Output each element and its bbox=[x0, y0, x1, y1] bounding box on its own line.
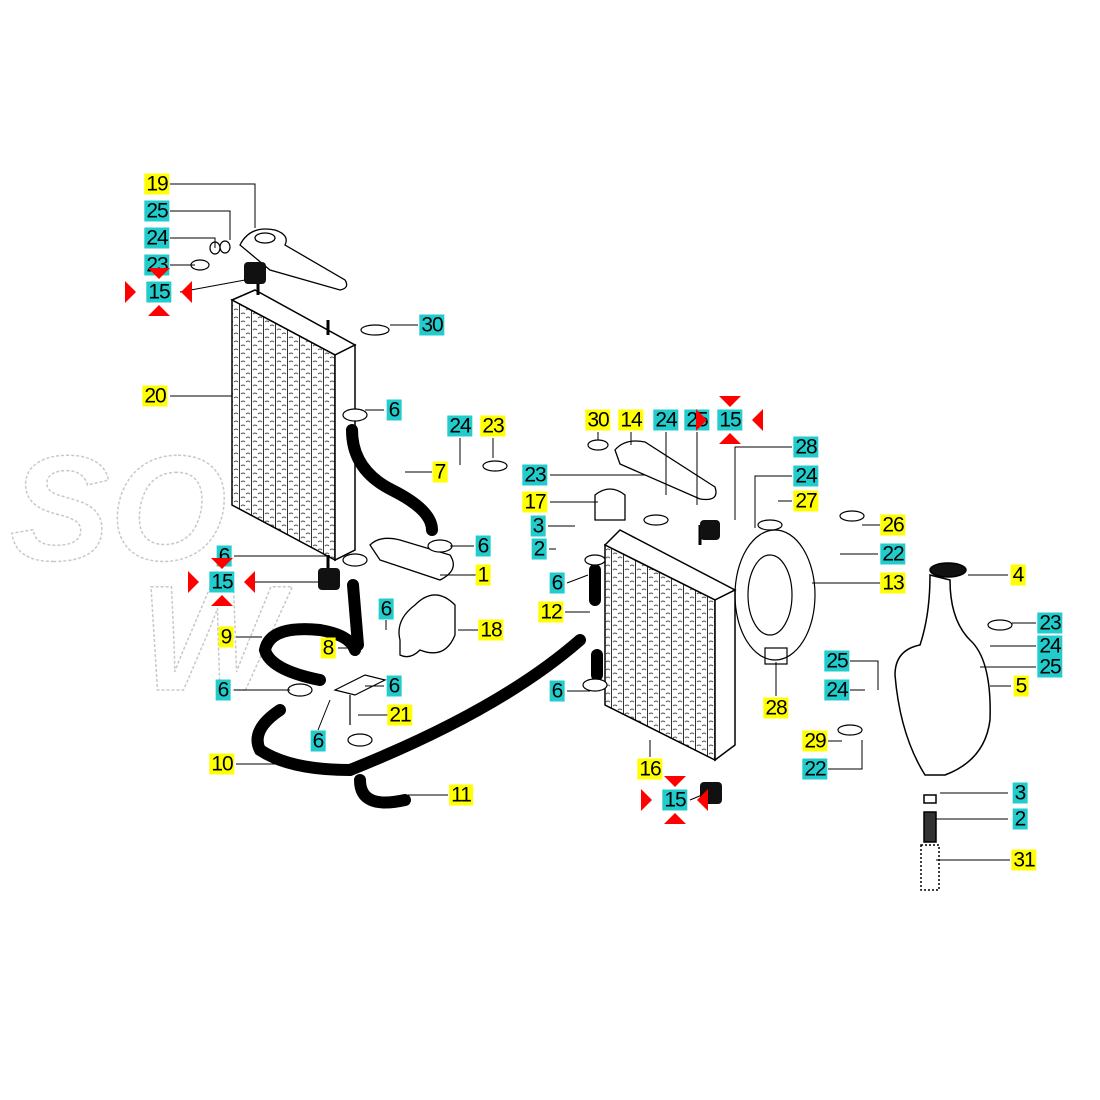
marker-arrow-up-icon bbox=[719, 396, 741, 407]
part-callout-19: 19 bbox=[144, 172, 170, 196]
part-callout-8: 8 bbox=[320, 636, 336, 660]
marker-arrow-down-icon bbox=[148, 305, 170, 316]
hoses bbox=[251, 424, 603, 809]
expansion-tank bbox=[894, 562, 991, 891]
part-callout-23: 23 bbox=[1037, 611, 1063, 635]
part-callout-24: 24 bbox=[653, 408, 679, 432]
marker-arrow-left-icon bbox=[696, 409, 707, 431]
part-callout-30: 30 bbox=[419, 313, 445, 337]
right-radiator bbox=[603, 525, 737, 762]
part-callout-28: 28 bbox=[763, 696, 789, 720]
part-callout-6: 6 bbox=[378, 597, 394, 621]
part-callout-25: 25 bbox=[144, 199, 170, 223]
rubber-bushings bbox=[244, 262, 722, 804]
brackets bbox=[239, 228, 717, 658]
part-callout-18: 18 bbox=[478, 618, 504, 642]
part-callout-2: 2 bbox=[531, 537, 547, 561]
part-callout-3: 3 bbox=[530, 514, 546, 538]
part-callout-24: 24 bbox=[144, 226, 170, 250]
part-callout-29: 29 bbox=[802, 729, 828, 753]
part-callout-28: 28 bbox=[793, 435, 819, 459]
marker-arrow-right-icon bbox=[181, 281, 192, 303]
left-radiator bbox=[230, 280, 357, 575]
part-callout-30: 30 bbox=[585, 408, 611, 432]
marker-arrow-right-icon bbox=[752, 409, 763, 431]
part-callout-27: 27 bbox=[793, 489, 819, 513]
part-callout-15: 15 bbox=[717, 408, 743, 432]
part-callout-3: 3 bbox=[1012, 781, 1028, 805]
part-callout-17: 17 bbox=[522, 490, 548, 514]
part-callout-6: 6 bbox=[549, 679, 565, 703]
part-callout-6: 6 bbox=[386, 674, 402, 698]
part-callout-6: 6 bbox=[215, 678, 231, 702]
part-callout-13: 13 bbox=[880, 571, 906, 595]
part-callout-5: 5 bbox=[1013, 674, 1029, 698]
part-callout-20: 20 bbox=[142, 384, 168, 408]
part-callout-16: 16 bbox=[637, 757, 663, 781]
svg-text:SO: SO bbox=[10, 424, 227, 592]
marker-arrow-down-icon bbox=[719, 433, 741, 444]
hose-clamps-fittings bbox=[190, 240, 1013, 747]
part-callout-25: 25 bbox=[824, 649, 850, 673]
part-callout-22: 22 bbox=[802, 757, 828, 781]
part-callout-1: 1 bbox=[475, 563, 491, 587]
marker-arrow-down-icon bbox=[664, 813, 686, 824]
part-callout-10: 10 bbox=[209, 752, 235, 776]
part-callout-14: 14 bbox=[618, 408, 644, 432]
part-callout-4: 4 bbox=[1010, 563, 1026, 587]
marker-arrow-down-icon bbox=[211, 595, 233, 606]
part-callout-6: 6 bbox=[386, 398, 402, 422]
part-callout-7: 7 bbox=[432, 460, 448, 484]
part-callout-24: 24 bbox=[793, 464, 819, 488]
marker-arrow-left-icon bbox=[641, 789, 652, 811]
part-callout-11: 11 bbox=[449, 783, 473, 807]
cooling-fan bbox=[734, 529, 816, 665]
part-callout-15: 15 bbox=[209, 570, 235, 594]
marker-arrow-right-icon bbox=[244, 571, 255, 593]
part-callout-23: 23 bbox=[480, 414, 506, 438]
part-callout-6: 6 bbox=[549, 571, 565, 595]
part-callout-22: 22 bbox=[880, 542, 906, 566]
part-callout-25: 25 bbox=[1037, 655, 1063, 679]
part-callout-31: 31 bbox=[1011, 848, 1037, 872]
marker-arrow-up-icon bbox=[664, 776, 686, 787]
leader-lines bbox=[170, 183, 1036, 861]
marker-arrow-left-icon bbox=[125, 281, 136, 303]
part-callout-6: 6 bbox=[475, 534, 491, 558]
marker-arrow-up-icon bbox=[148, 268, 170, 279]
part-callout-2: 2 bbox=[1012, 807, 1028, 831]
marker-arrow-right-icon bbox=[697, 789, 708, 811]
part-callout-12: 12 bbox=[538, 600, 564, 624]
part-callout-6: 6 bbox=[310, 729, 326, 753]
part-callout-24: 24 bbox=[447, 414, 473, 438]
marker-arrow-left-icon bbox=[188, 571, 199, 593]
part-callout-21: 21 bbox=[387, 703, 413, 727]
part-callout-26: 26 bbox=[880, 513, 906, 537]
part-callout-24: 24 bbox=[824, 678, 850, 702]
part-callout-24: 24 bbox=[1037, 634, 1063, 658]
part-callout-15: 15 bbox=[146, 280, 172, 304]
part-callout-15: 15 bbox=[662, 788, 688, 812]
part-callout-23: 23 bbox=[522, 463, 548, 487]
part-callout-9: 9 bbox=[218, 625, 234, 649]
marker-arrow-up-icon bbox=[211, 558, 233, 569]
